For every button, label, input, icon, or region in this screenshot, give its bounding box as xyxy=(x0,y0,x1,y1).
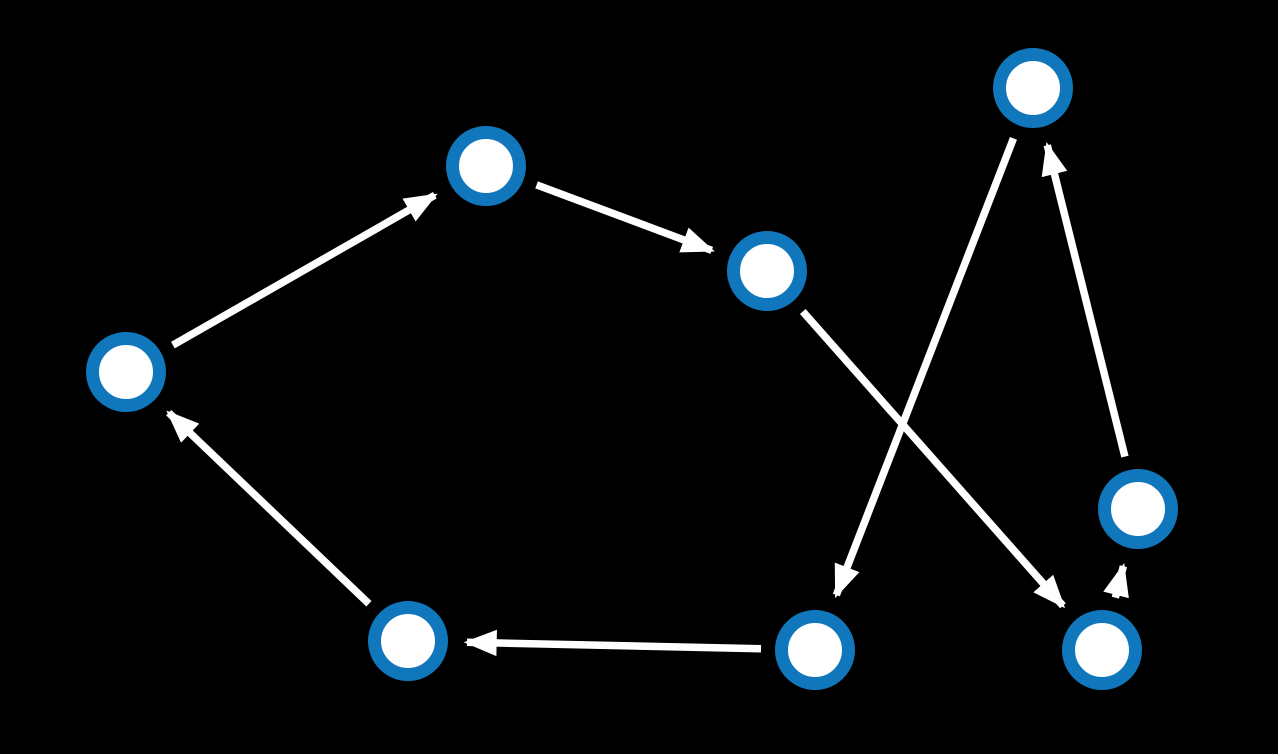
edge-top-right-to-bottom-center xyxy=(832,136,1017,599)
edge-right-middle-to-top-right xyxy=(1041,142,1129,458)
edge-middle-to-bottom-right xyxy=(799,308,1066,609)
node-bottom-center xyxy=(775,610,855,690)
edge-bottom-right-to-right-middle xyxy=(1103,562,1129,599)
node-middle xyxy=(727,231,807,311)
node-upper-middle xyxy=(446,126,526,206)
edge-upper-middle-to-middle xyxy=(535,181,715,254)
edge-bottom-left-to-left xyxy=(166,410,372,607)
node-bottom-right xyxy=(1062,610,1142,690)
edge-left-to-upper-middle xyxy=(171,192,438,349)
node-bottom-left xyxy=(368,601,448,681)
node-top-right xyxy=(993,48,1073,128)
node-left xyxy=(86,332,166,412)
node-right-middle xyxy=(1098,469,1178,549)
edge-bottom-center-to-bottom-left xyxy=(463,629,762,657)
